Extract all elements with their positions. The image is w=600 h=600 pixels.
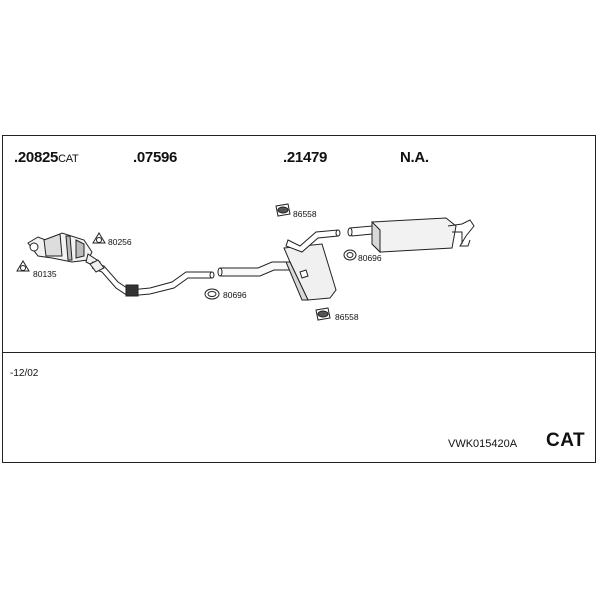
part-number-catalyst: .20825CAT	[14, 149, 79, 166]
label-gasket-80135: 80135	[33, 269, 57, 279]
label-clamp-80696-b: 80696	[358, 253, 382, 263]
part-number-front-pipe: .07596	[133, 149, 178, 166]
section-divider	[2, 352, 596, 353]
part-number-catalyst-text: .20825	[14, 149, 59, 166]
catalytic-converter-icon	[27, 232, 101, 269]
center-silencer-icon	[283, 229, 341, 301]
part-number-center-silencer: .21479	[283, 149, 328, 166]
rear-silencer-icon	[347, 217, 475, 254]
part-number-catalyst-suffix: CAT	[58, 153, 79, 165]
part-number-rear-silencer: N.A.	[400, 149, 429, 166]
category-badge: CAT	[546, 430, 586, 451]
gasket-icon	[16, 232, 106, 272]
set-code: VWK015420A	[448, 438, 518, 450]
diagram-frame	[2, 135, 596, 463]
hanger-icon	[275, 203, 331, 321]
date-range: -12/02	[10, 368, 39, 379]
label-hanger-86558-top: 86558	[293, 209, 317, 219]
label-gasket-80256: 80256	[108, 237, 132, 247]
label-hanger-86558-bottom: 86558	[335, 312, 359, 322]
front-pipe-icon	[89, 259, 215, 297]
middle-pipe-icon	[217, 261, 291, 277]
label-clamp-80696-a: 80696	[223, 290, 247, 300]
clamp-icon	[204, 249, 357, 300]
